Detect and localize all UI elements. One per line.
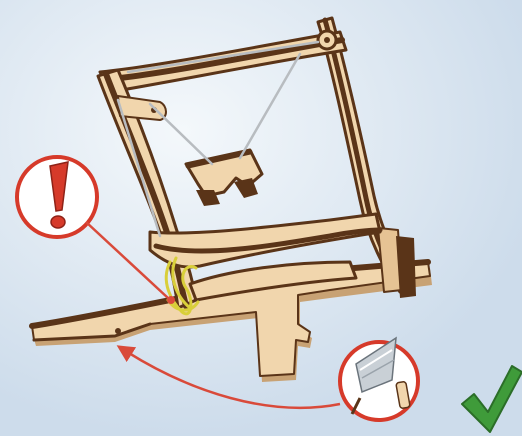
warning-pointer-dot bbox=[167, 296, 175, 304]
